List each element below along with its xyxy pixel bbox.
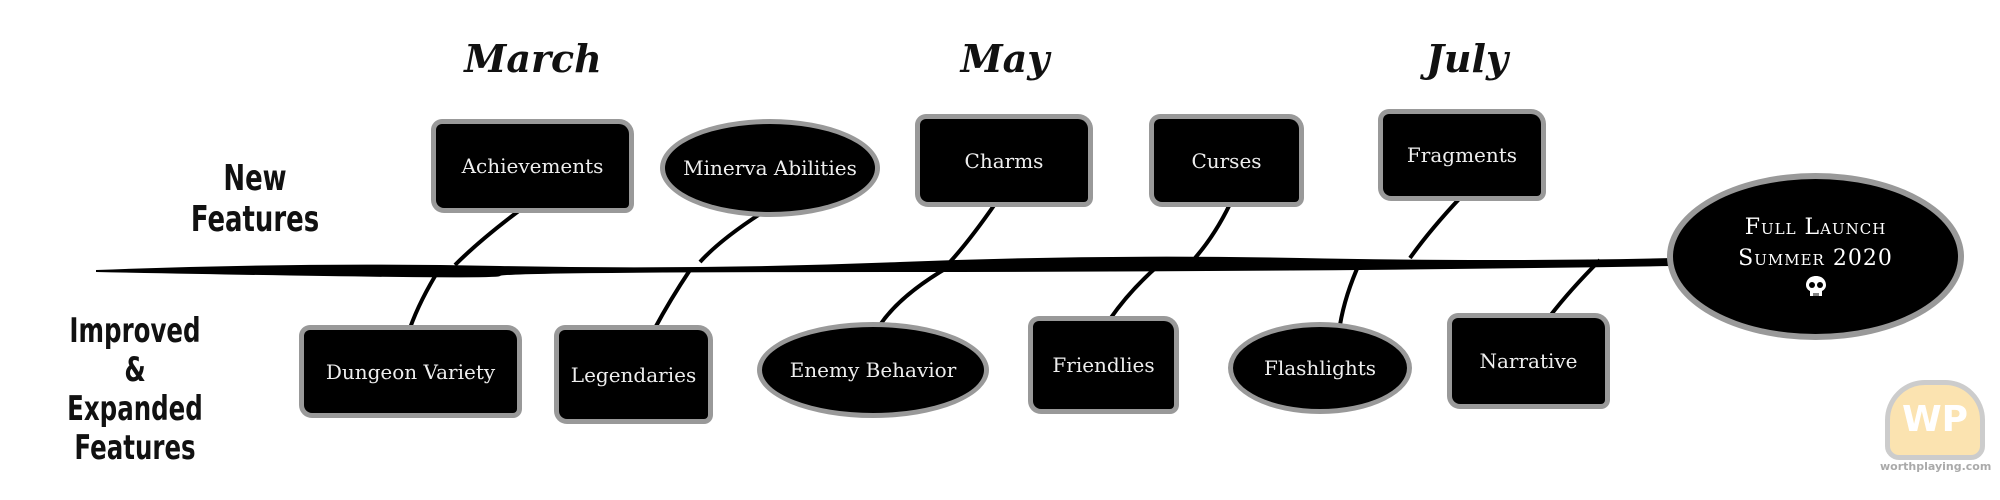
launch-line-2: Summer 2020	[1738, 245, 1893, 271]
feature-box-fragments: Fragments	[1383, 114, 1541, 196]
improved-features-heading: Improved & Expanded Features	[59, 311, 210, 469]
feature-box-minerva-abilities: Minerva Abilities	[665, 124, 875, 212]
month-label-july: July	[1425, 36, 1509, 81]
feature-box-curses: Curses	[1154, 119, 1299, 202]
branch-connectors	[408, 196, 1602, 329]
feature-box-narrative: Narrative	[1452, 318, 1605, 404]
heading-line: Improved &	[69, 311, 201, 391]
feature-box-achievements: Achievements	[436, 124, 629, 208]
watermark-text: worthplaying.com	[1880, 460, 1992, 473]
new-features-heading: New Features	[190, 158, 320, 241]
feature-box-dungeon-variety: Dungeon Variety	[304, 330, 517, 413]
timeline-line	[96, 256, 1673, 278]
skull-icon	[1805, 276, 1826, 297]
feature-box-legendaries: Legendaries	[559, 330, 708, 419]
watermark-logo: WP	[1885, 380, 1985, 460]
month-label-may: May	[960, 36, 1050, 81]
heading-line: Features	[74, 428, 196, 469]
feature-box-flashlights: Flashlights	[1233, 327, 1407, 409]
month-label-march: March	[464, 36, 602, 81]
launch-line-1: Full Launch	[1744, 214, 1887, 240]
feature-box-charms: Charms	[920, 119, 1088, 202]
feature-box-enemy-behavior: Enemy Behavior	[762, 327, 984, 413]
full-launch-milestone: Full Launch Summer 2020	[1673, 179, 1958, 334]
heading-line: Expanded	[67, 389, 203, 430]
feature-box-friendlies: Friendlies	[1033, 321, 1174, 409]
watermark: WP worthplaying.com	[1880, 380, 1992, 473]
